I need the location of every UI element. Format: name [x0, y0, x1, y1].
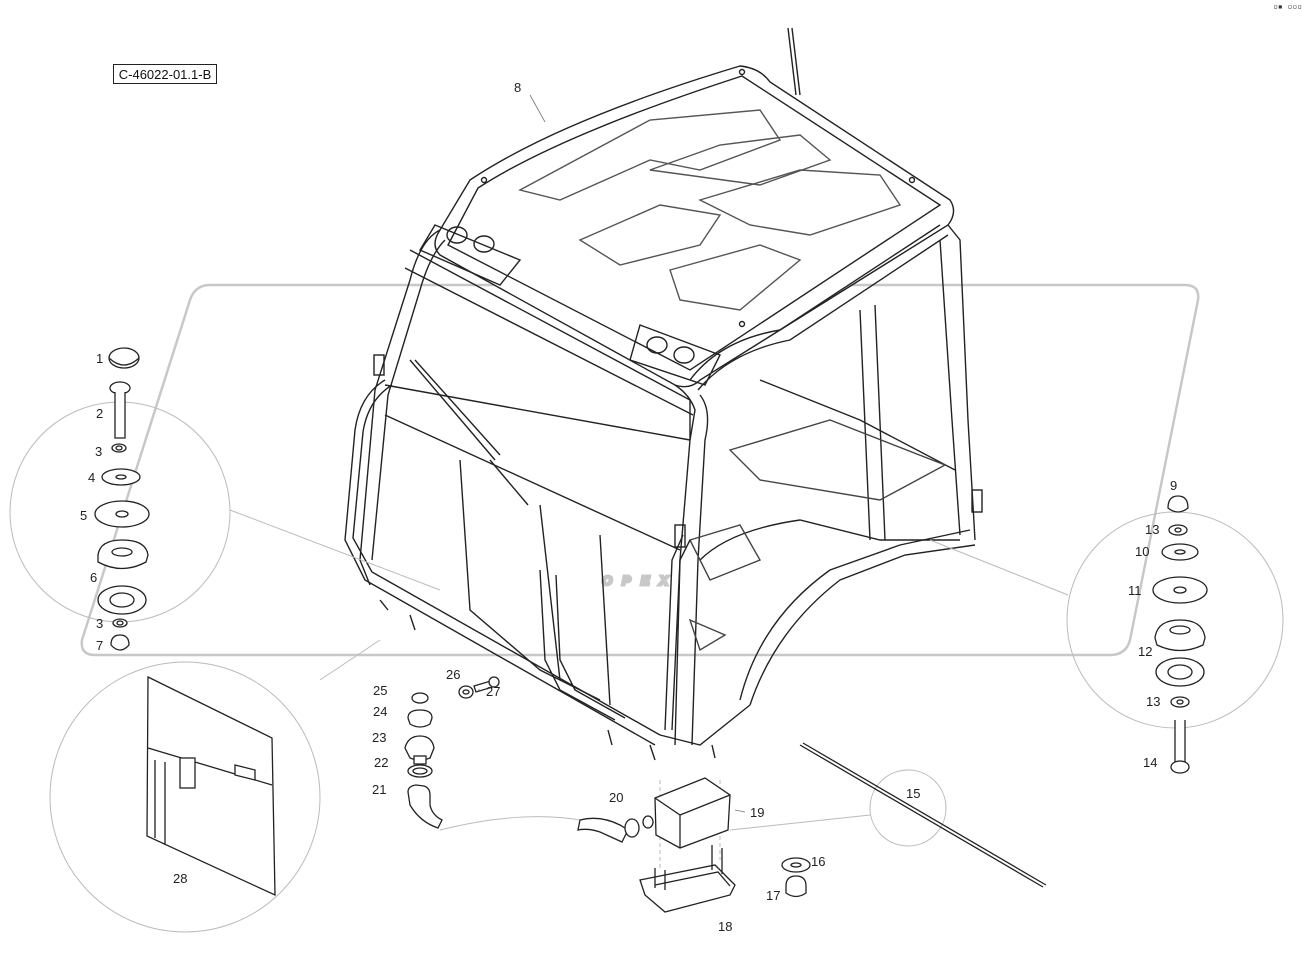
watermark-text: OPEX [602, 573, 678, 588]
callout-3: 3 [95, 444, 102, 459]
washer-parts-16-17 [781, 857, 811, 898]
callout-9: 9 [1170, 478, 1177, 493]
antenna [787, 27, 801, 96]
rod-part-15 [799, 742, 1047, 888]
callout-7: 7 [96, 638, 103, 653]
callout-13b: 13 [1146, 694, 1160, 709]
callout-17: 17 [766, 888, 780, 903]
callout-12: 12 [1138, 644, 1152, 659]
callout-19: 19 [750, 805, 764, 820]
right-mount-stack [1152, 495, 1208, 774]
callouts: 1 2 3 4 5 6 3 7 8 9 13 10 11 12 13 14 15… [80, 80, 1177, 934]
drawing-reference-label: C-46022-01.1-B [118, 66, 212, 82]
panel-part-28 [146, 675, 276, 897]
callout-8: 8 [514, 80, 521, 95]
drawing-reference-box: C-46022-01.1-B [113, 64, 217, 84]
callout-26: 26 [446, 667, 460, 682]
callout-14: 14 [1143, 755, 1157, 770]
callout-16: 16 [811, 854, 825, 869]
callout-4: 4 [88, 470, 95, 485]
callout-13: 13 [1145, 522, 1159, 537]
cab-roof [434, 65, 955, 388]
callout-28: 28 [173, 871, 187, 886]
callout-15: 15 [906, 786, 920, 801]
left-mount-stack [94, 347, 150, 651]
callout-5: 5 [80, 508, 87, 523]
callout-1: 1 [96, 351, 103, 366]
callout-11: 11 [1128, 583, 1142, 598]
hose-parts [404, 676, 654, 843]
callout-3b: 3 [96, 616, 103, 631]
callout-6: 6 [90, 570, 97, 585]
callout-22: 22 [374, 755, 388, 770]
tank-and-tray [639, 777, 736, 913]
corner-mark: ▫▪ ▫▫▫ [1273, 2, 1302, 11]
watermark: OPEX [80, 283, 1200, 657]
callout-21: 21 [372, 782, 386, 797]
callout-20: 20 [609, 790, 623, 805]
callout-18: 18 [718, 919, 732, 934]
callout-10: 10 [1135, 544, 1149, 559]
cab-body [344, 224, 983, 761]
callout-25: 25 [373, 683, 387, 698]
callout-27: 27 [486, 684, 500, 699]
callout-24: 24 [373, 704, 387, 719]
callout-2: 2 [96, 406, 103, 421]
leader-lines [478, 94, 746, 813]
callout-23: 23 [372, 730, 386, 745]
